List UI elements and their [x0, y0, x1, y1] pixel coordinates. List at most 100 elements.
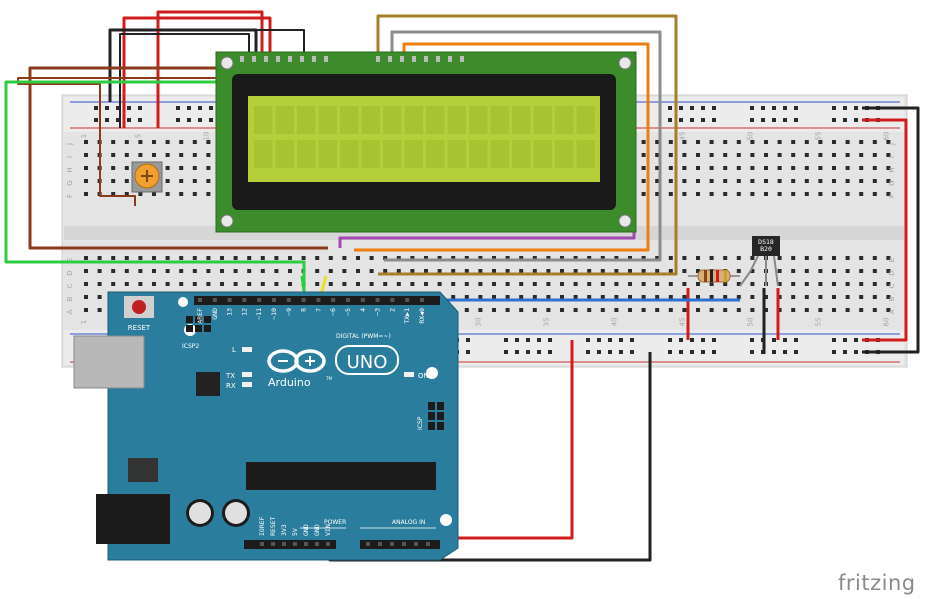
analog-header-pin: [426, 542, 430, 546]
breadboard-hole: [546, 269, 551, 273]
breadboard-hole: [233, 269, 238, 273]
breadboard-hole: [315, 256, 320, 260]
digital-pin-label: ~10: [270, 308, 278, 320]
rail-hole: [761, 118, 765, 122]
arduino-board: [107, 291, 459, 561]
breadboard-hole: [84, 295, 88, 299]
capacitor-top: [189, 502, 211, 524]
breadboard-hole: [111, 153, 116, 157]
analog-header-pin: [414, 542, 418, 546]
breadboard-hole: [791, 308, 796, 312]
breadboard-hole: [804, 256, 809, 260]
breadboard-hole: [220, 269, 224, 273]
breadboard-hole: [192, 282, 197, 286]
breadboard-hole: [369, 282, 374, 286]
breadboard-row-letter: B: [66, 296, 74, 301]
rail-hole: [794, 338, 798, 342]
breadboard-hole: [641, 179, 646, 183]
breadboard-hole: [573, 295, 578, 299]
resistor-band: [724, 270, 727, 282]
rail-hole: [116, 106, 120, 110]
breadboard-row-letter: D: [66, 270, 74, 275]
breadboard-hole: [886, 179, 891, 183]
breadboard-hole: [111, 179, 116, 183]
breadboard-hole: [247, 256, 252, 260]
icsp-pin: [428, 412, 435, 420]
breadboard-hole: [859, 166, 864, 170]
rail-hole: [750, 350, 754, 354]
breadboard-row-letter: B: [888, 296, 896, 301]
breadboard-hole: [641, 295, 646, 299]
breadboard-hole: [124, 153, 129, 157]
breadboard-hole: [655, 269, 660, 273]
breadboard-hole: [600, 256, 605, 260]
breadboard-hole: [478, 282, 483, 286]
breadboard-hole: [206, 282, 211, 286]
digital-header-pin: [390, 298, 395, 302]
breadboard-hole: [832, 295, 836, 299]
breadboard-row-letter: E: [66, 258, 74, 262]
breadboard-hole: [165, 140, 170, 144]
lcd-pin: [312, 56, 316, 62]
usb-connector: [73, 335, 145, 389]
digital-pin-label: 2: [388, 308, 396, 312]
breadboard-hole: [832, 192, 836, 196]
breadboard-hole: [192, 179, 197, 183]
rail-hole: [783, 350, 787, 354]
breadboard-hole: [396, 282, 401, 286]
power-pin-label: 5V: [291, 528, 299, 536]
breadboard-hole: [791, 256, 796, 260]
breadboard-hole: [791, 192, 796, 196]
breadboard-hole: [668, 166, 673, 170]
breadboard-hole: [152, 256, 156, 260]
rail-hole: [783, 106, 787, 110]
rail-hole: [515, 350, 519, 354]
breadboard-hole: [288, 256, 292, 260]
breadboard-hole: [84, 282, 88, 286]
rail-hole: [772, 350, 776, 354]
breadboard-hole: [764, 166, 768, 170]
rail-hole: [690, 106, 694, 110]
breadboard-hole: [138, 153, 143, 157]
breadboard-hole: [165, 256, 170, 260]
breadboard-hole: [192, 256, 197, 260]
breadboard-hole: [532, 282, 537, 286]
breadboard-hole: [546, 295, 551, 299]
rail-hole: [209, 106, 213, 110]
board-mount-hole: [440, 514, 452, 526]
breadboard-hole: [206, 256, 211, 260]
breadboard-hole: [791, 295, 796, 299]
breadboard-row-letter: H: [66, 167, 74, 172]
breadboard-hole: [315, 269, 320, 273]
breadboard-hole: [764, 295, 768, 299]
rail-hole: [712, 350, 716, 354]
lcd-cell: [447, 106, 466, 134]
led-tx-label: TX: [225, 372, 235, 380]
lcd-cell: [297, 140, 316, 168]
breadboard-column-number: 50: [746, 132, 754, 141]
breadboard-hole: [383, 256, 388, 260]
breadboard-hole: [859, 282, 864, 286]
breadboard-column-number: 60: [882, 132, 890, 141]
rail-hole: [794, 350, 798, 354]
digital-pin-label: ~11: [255, 308, 263, 320]
lcd-mount-hole: [618, 214, 632, 228]
breadboard-hole: [165, 166, 170, 170]
rail-hole: [761, 106, 765, 110]
rail-hole: [537, 338, 541, 342]
breadboard-hole: [437, 269, 442, 273]
digital-label: DIGITAL (PWM=~): [336, 333, 391, 340]
lcd-mount-hole: [220, 214, 234, 228]
rail-hole: [783, 118, 787, 122]
breadboard-hole: [274, 269, 279, 273]
breadboard-row-letter: J: [66, 143, 74, 146]
breadboard-hole: [260, 282, 265, 286]
rail-hole: [794, 106, 798, 110]
rail-hole: [832, 338, 836, 342]
breadboard-hole: [165, 269, 170, 273]
rail-hole: [198, 106, 202, 110]
breadboard-hole: [233, 256, 238, 260]
icsp-label: ICSP: [417, 416, 424, 430]
breadboard-hole: [437, 256, 442, 260]
